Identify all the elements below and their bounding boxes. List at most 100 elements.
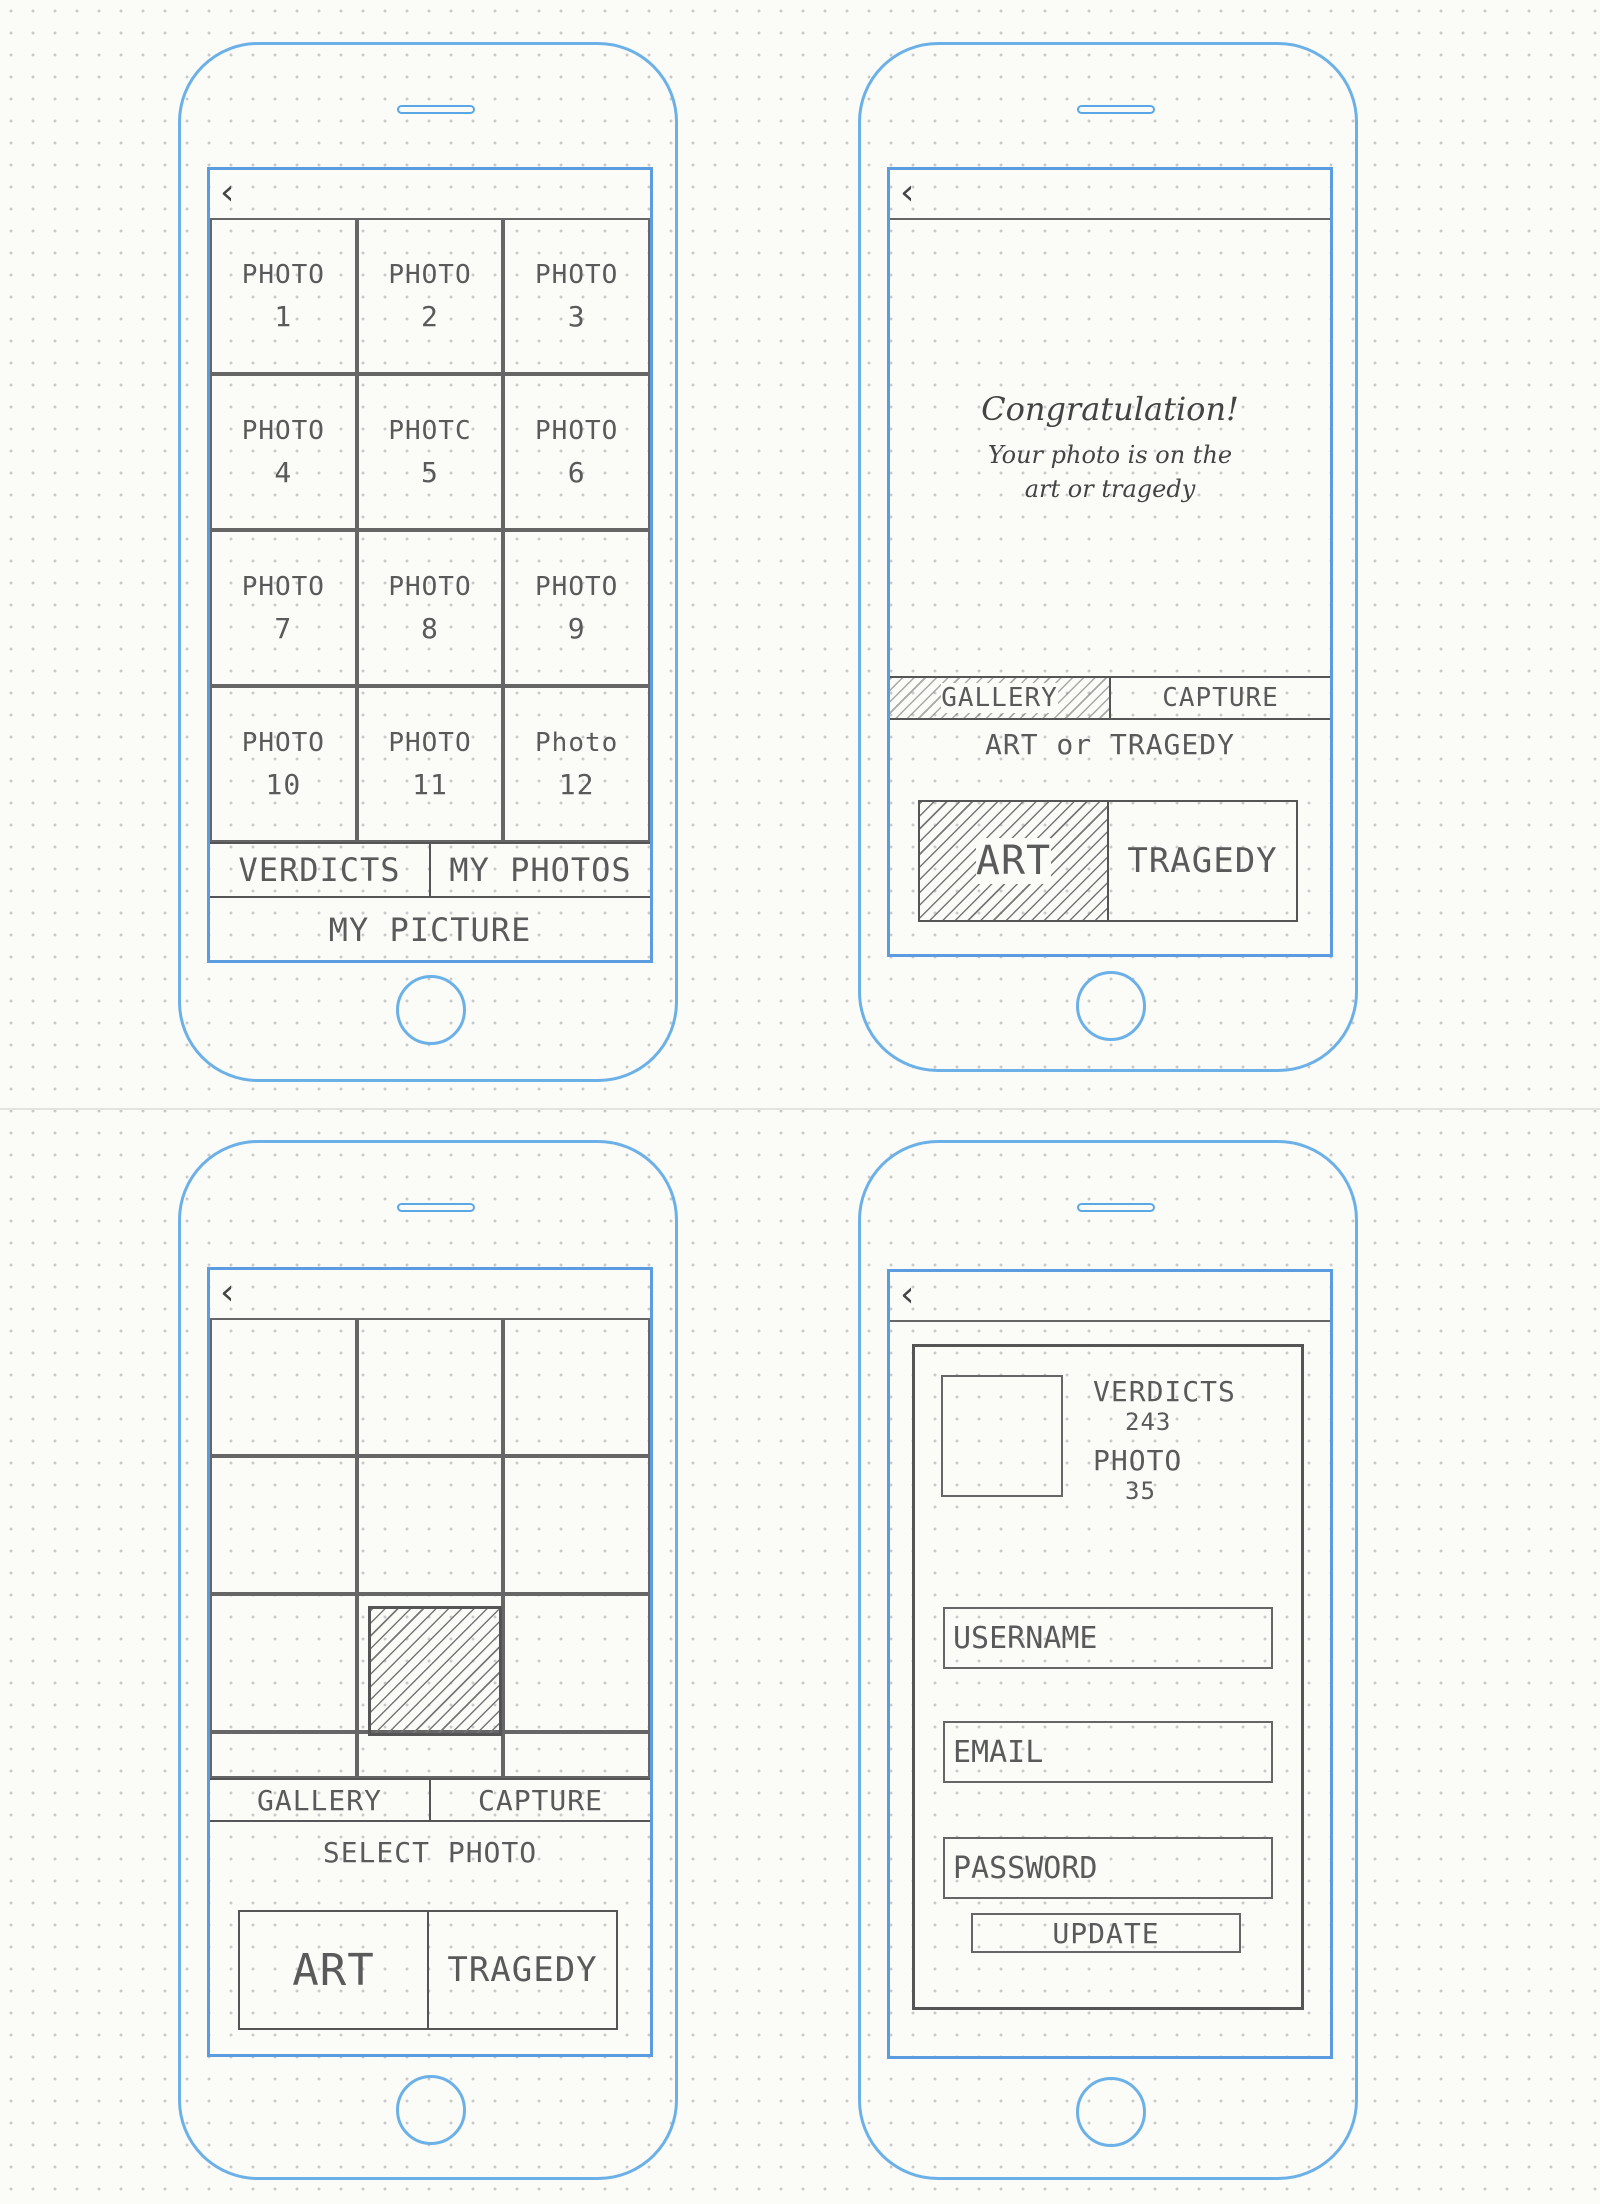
home-button[interactable] [396,2075,466,2145]
section-title: ART or TRAGEDY [890,728,1330,761]
photo-tile[interactable]: PHOTO 1 [210,218,357,374]
tab-gallery[interactable]: GALLERY [890,678,1109,718]
photo-tile-label: PHOTO [241,259,325,290]
photo-tile-number: 12 [558,767,595,801]
photo-tile-number: 2 [421,299,439,333]
photo-tile-number: 11 [412,767,448,801]
verdicts-label: VERDICTS [1093,1375,1236,1408]
tab-my-photos[interactable]: MY PHOTOS [429,844,650,896]
username-field[interactable] [943,1607,1273,1669]
tragedy-button[interactable]: TRAGEDY [1107,802,1296,920]
art-button[interactable]: ART [920,802,1107,920]
picker-cell[interactable] [210,1456,357,1594]
password-field[interactable] [943,1837,1273,1899]
picker-cell[interactable] [503,1318,650,1456]
photo-tile-label: PHOTO [241,727,325,758]
picker-cell[interactable] [210,1594,357,1732]
photo-tile-label: PHOTO [388,727,472,758]
section-title-text: SELECT PHOTO [322,1836,538,1869]
tab-my-photos-label: MY PHOTOS [449,851,632,889]
photo-tile-number: 9 [567,611,586,645]
photo-tile-label: PHOTC [388,415,472,446]
photo-tile-label: Photo [535,727,619,758]
photo-tile-number: 1 [274,299,293,333]
verdicts-count: 243 [1125,1408,1172,1436]
picker-cell[interactable] [356,1732,504,1778]
picker-cell[interactable] [356,1456,504,1594]
photo-tile-label: PHOTO [241,571,325,602]
username-input[interactable] [951,1619,1271,1657]
home-button[interactable] [396,975,466,1045]
tab-capture[interactable]: CAPTURE [1109,678,1330,718]
chevron-left-icon[interactable]: ‹ [220,172,235,213]
email-field[interactable] [943,1721,1273,1783]
photo-tile-number: 10 [265,767,302,801]
picker-cell[interactable] [356,1318,504,1456]
verdict-buttons: ART TRAGEDY [238,1910,618,2030]
photo-tile[interactable]: PHOTO 10 [210,686,357,842]
photo-picker-grid [210,1318,650,1778]
screen-select-photo: ‹ GALLERY CAPTURE SELECT PHOTO ART TRAGE… [207,1267,653,2057]
congrats-heading: Congratulation! [981,390,1239,428]
tragedy-button[interactable]: TRAGEDY [427,1912,616,2028]
art-button-label: ART [975,838,1052,884]
email-input[interactable] [951,1733,1271,1771]
chevron-left-icon[interactable]: ‹ [900,172,915,213]
photo-tile[interactable]: Photo 12 [503,686,650,842]
photo-tile-label: PHOTO [388,571,472,602]
home-button[interactable] [1076,2077,1146,2147]
photo-tile-number: 6 [567,455,586,489]
tab-verdicts-label: VERDICTS [238,851,401,889]
source-tabs: GALLERY CAPTURE [890,676,1330,720]
photo-tile-number: 3 [567,299,586,333]
source-tabs: GALLERY CAPTURE [210,1778,650,1822]
photo-tile-label: PHOTO [535,415,619,446]
tab-gallery-label: GALLERY [941,683,1058,713]
congrats-message: Congratulation! Your photo is on the art… [890,390,1330,506]
avatar[interactable] [941,1375,1063,1497]
picker-cell[interactable] [210,1318,357,1456]
photo-tile-number: 7 [274,611,293,645]
picker-cell[interactable] [503,1456,650,1594]
picker-cell[interactable] [503,1732,650,1778]
phone-congratulation: ‹ Congratulation! Your photo is on the a… [858,42,1358,1072]
selected-photo-thumb[interactable] [368,1606,502,1736]
home-button[interactable] [1076,971,1146,1041]
photo-tile[interactable]: PHOTO 11 [356,686,504,842]
section-title: SELECT PHOTO [210,1836,650,1869]
profile-stats: VERDICTS 243 PHOTO 35 [1093,1375,1236,1505]
art-button[interactable]: ART [240,1912,427,2028]
chevron-left-icon[interactable]: ‹ [900,1274,915,1315]
tab-capture[interactable]: CAPTURE [429,1780,650,1820]
speaker-slot [397,1203,475,1212]
update-button[interactable]: UPDATE [971,1913,1241,1953]
photo-tile-label: PHOTO [535,571,619,602]
page-fold-line [0,1108,1600,1110]
photo-tile[interactable]: PHOTO 9 [503,530,650,686]
chevron-left-icon[interactable]: ‹ [220,1272,235,1313]
photo-tile-label: PHOTO [241,415,325,446]
phone-profile: ‹ VERDICTS 243 PHOTO 35 UPDATE [858,1140,1358,2180]
art-button-label: ART [292,1944,375,1996]
tab-gallery[interactable]: GALLERY [210,1780,429,1820]
tragedy-button-label: TRAGEDY [1127,841,1278,881]
profile-card: VERDICTS 243 PHOTO 35 UPDATE [912,1344,1304,2010]
speaker-slot [397,105,475,114]
password-input[interactable] [951,1849,1271,1887]
photo-tile[interactable]: PHOTO 7 [210,530,357,686]
picker-cell[interactable] [210,1732,357,1778]
photo-tile[interactable]: PHOTO 6 [503,374,650,530]
photo-count: 35 [1125,1477,1156,1505]
tragedy-button-label: TRAGEDY [447,1950,598,1990]
picker-cell[interactable] [503,1594,650,1732]
congrats-line-1: Your photo is on the [987,441,1233,469]
tab-verdicts[interactable]: VERDICTS [210,844,429,896]
speaker-slot [1077,1203,1155,1212]
